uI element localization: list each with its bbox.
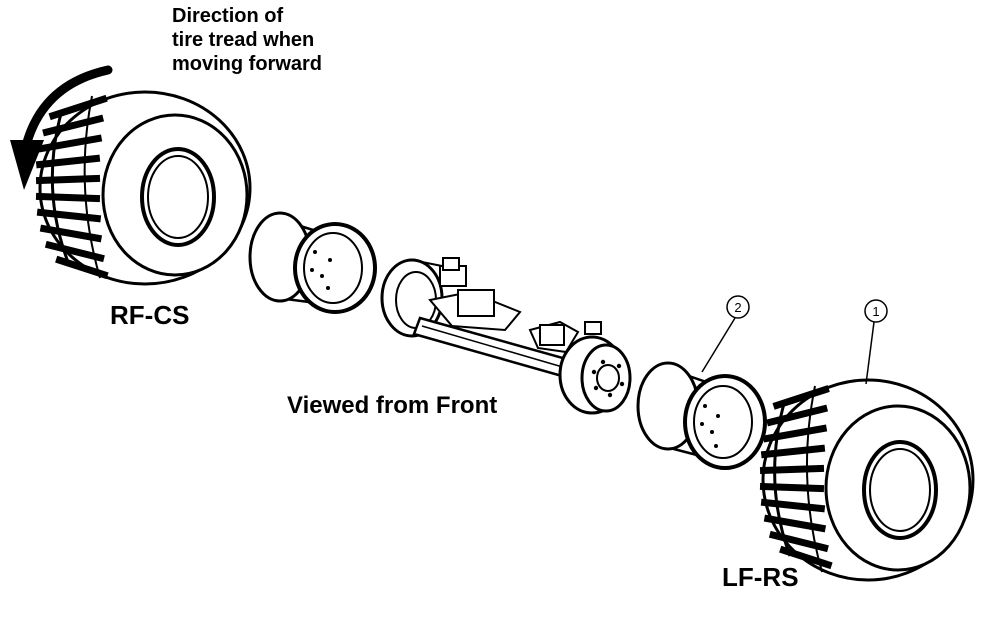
callout-1: 1 bbox=[864, 299, 888, 385]
direction-label-line-1: Direction of bbox=[172, 5, 284, 27]
rf-wheel-label: RF-CS bbox=[110, 300, 190, 330]
lf-rim bbox=[636, 361, 767, 470]
direction-label-line-3: moving forward bbox=[172, 53, 323, 75]
callout-1-number: 1 bbox=[872, 304, 879, 319]
direction-label-line-2: tire tread when bbox=[172, 29, 315, 51]
direction-label: Direction of tire tread when moving forw… bbox=[172, 4, 322, 76]
rf-rim bbox=[248, 211, 377, 314]
rf-tire bbox=[35, 90, 252, 286]
lf-wheel-label: LF-RS bbox=[722, 562, 799, 592]
view-label: Viewed from Front bbox=[287, 392, 498, 419]
callout-2-number: 2 bbox=[734, 300, 741, 315]
callout-2: 2 bbox=[701, 295, 750, 373]
axle-assembly bbox=[380, 257, 632, 415]
lf-tire bbox=[759, 378, 975, 582]
rotation-direction-arrow bbox=[10, 65, 113, 190]
